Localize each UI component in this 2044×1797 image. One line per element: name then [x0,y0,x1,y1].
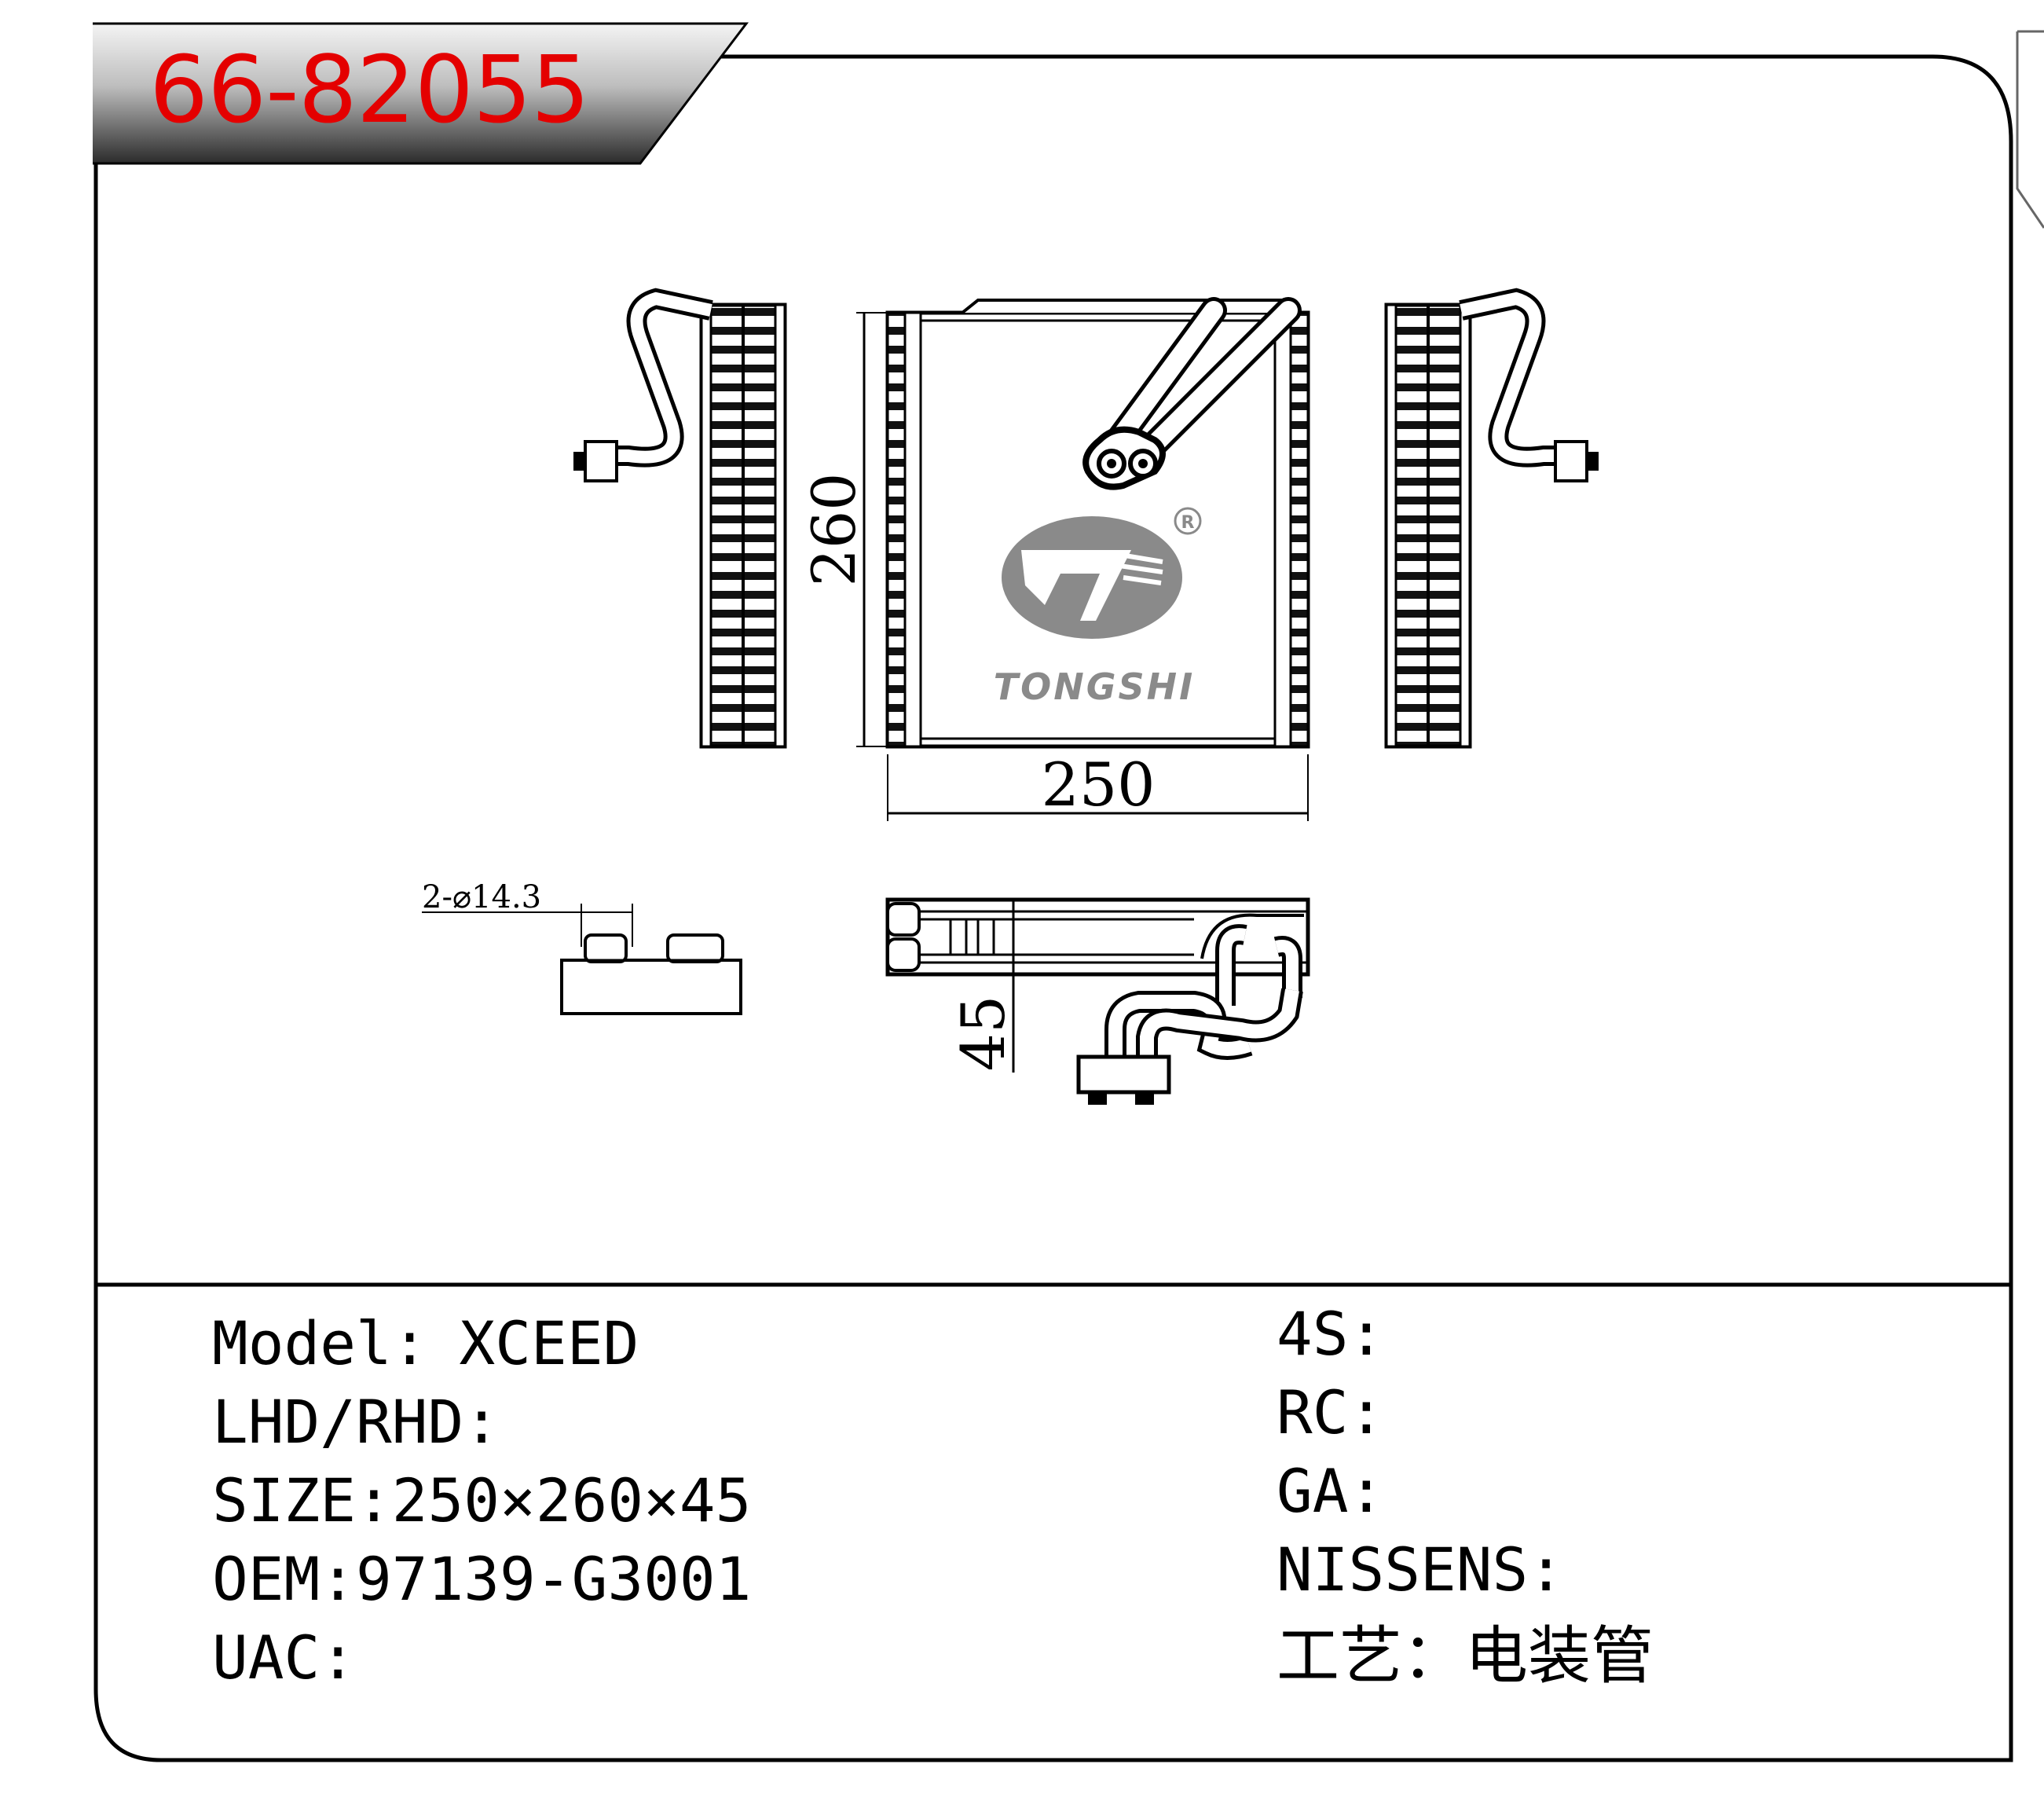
spec-label: 4S: [1277,1299,1385,1369]
spec-label: SIZE: [212,1465,392,1535]
side-view-left [573,288,787,749]
spec-nissens: NISSENS: [1277,1540,1564,1600]
spec-uac: UAC: [212,1628,356,1688]
pipe-diameter-value: 2-⌀14.3 [422,879,541,915]
spec-label: NISSENS: [1277,1535,1565,1604]
dimension-depth: 45 [948,900,1018,1073]
brand-logo: R TONGSHI [994,507,1202,708]
spec-value: 250×260×45 [391,1465,752,1535]
spec-label: LHD/RHD: [212,1387,500,1457]
page-corner-fold [2016,30,2044,229]
spec-label: UAC: [212,1623,357,1692]
width-value: 250 [1041,750,1155,820]
spec-lhd-rhd: LHD/RHD: [212,1392,500,1452]
spec-label: Model: [212,1308,428,1378]
height-value: 260 [799,472,869,586]
spec-label: RC: [1277,1377,1385,1447]
part-number-banner [93,22,749,165]
registered-mark: R [1181,513,1195,533]
brand-name: TONGSHI [994,666,1195,708]
part-number: 66-82055 [149,35,590,144]
top-view [885,897,1310,1105]
spec-label: GA: [1277,1456,1385,1526]
spec-label: OEM: [212,1544,357,1614]
spec-process: 工艺：电装管 [1277,1625,1654,1688]
dimension-height: 260 [799,312,888,747]
flange-view: 2-⌀14.3 [422,879,742,1015]
spec-value: 97139-G3001 [356,1544,752,1614]
spec-label: 工艺： [1277,1619,1465,1692]
spec-oem: OEM:97139-G3001 [212,1549,751,1609]
spec-value: XCEED [459,1308,639,1378]
dimension-width: 250 [887,750,1309,821]
spec-4s: 4S: [1277,1304,1384,1364]
spec-ga: GA: [1277,1461,1384,1521]
registered-mark-circle [1174,507,1202,535]
spec-value: 电装管 [1465,1619,1654,1692]
depth-value: 45 [948,996,1018,1072]
spec-size: SIZE:250×260×45 [212,1471,751,1531]
spec-model: Model:XCEED [212,1314,639,1373]
side-view-right [1384,288,1599,749]
spec-rc: RC: [1277,1383,1384,1443]
outer-frame [93,30,2044,1762]
